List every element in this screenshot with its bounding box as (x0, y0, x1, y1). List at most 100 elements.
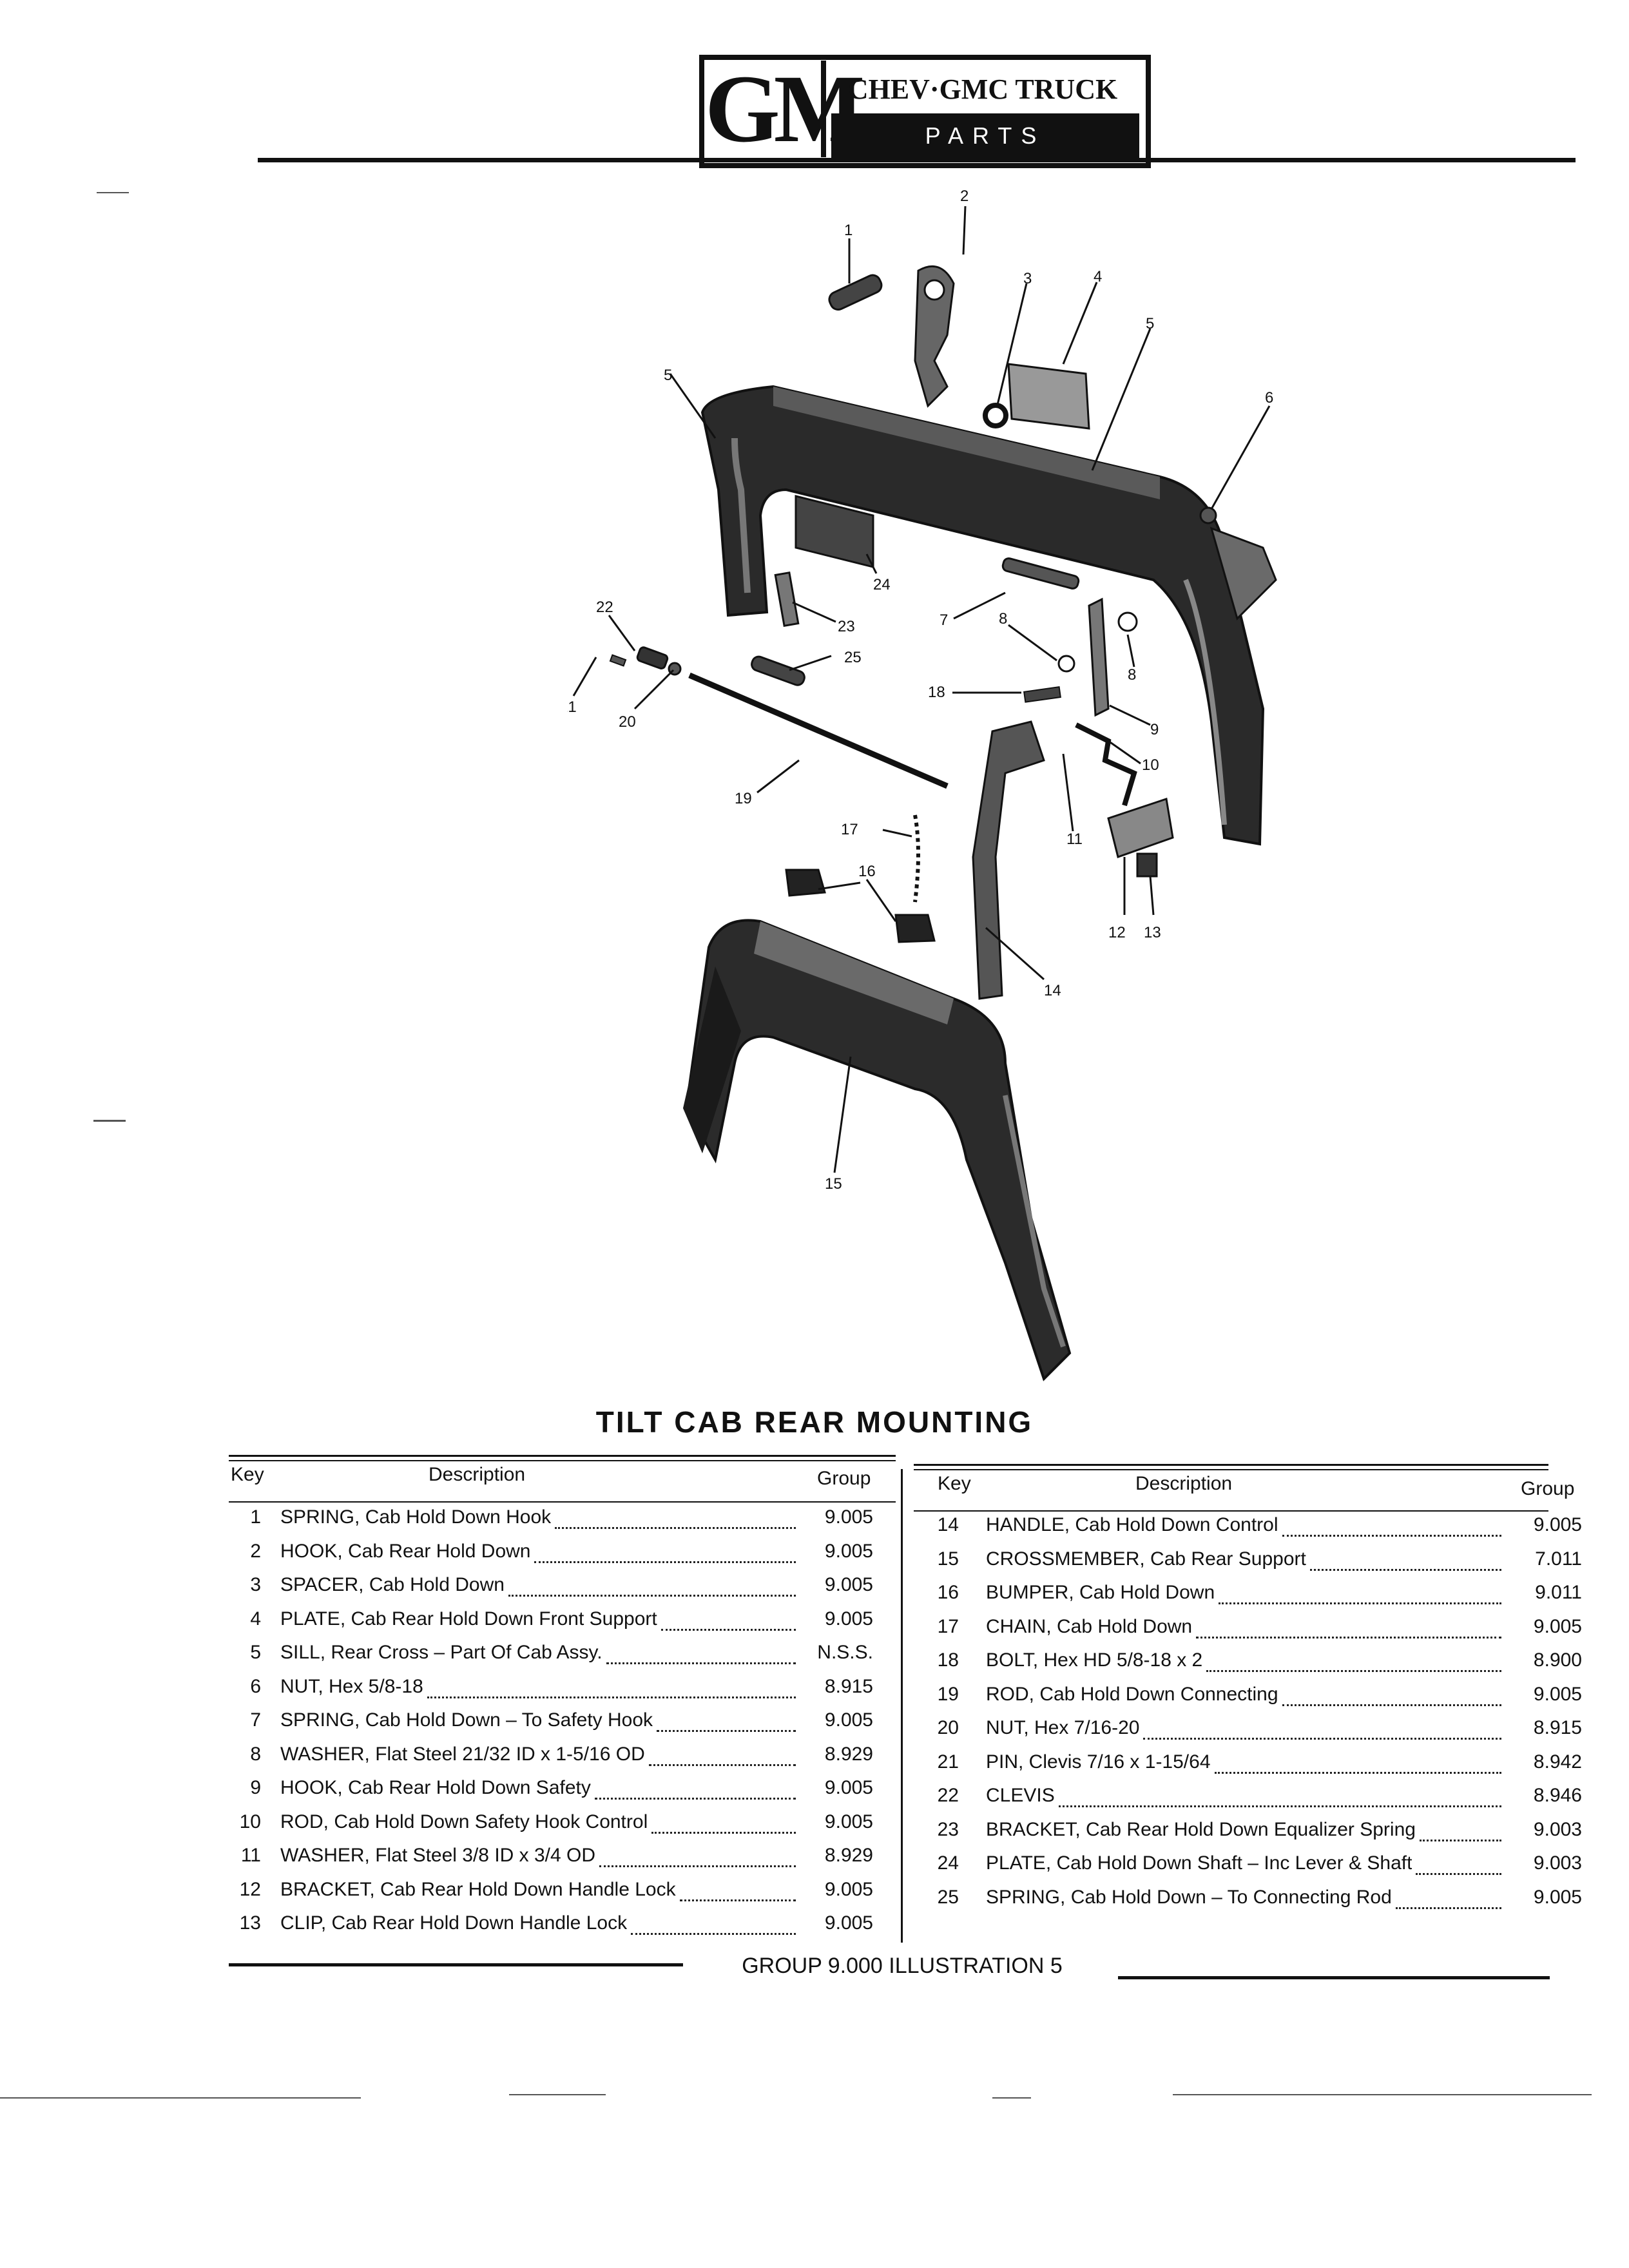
safety-hook-part (1088, 597, 1110, 717)
bolt-part (1023, 686, 1061, 703)
part-key: 25 (937, 1886, 959, 1908)
dot-leader (606, 1662, 796, 1664)
clevis-part (636, 646, 669, 670)
key-header: Key (938, 1473, 971, 1494)
dot-leader (1059, 1805, 1501, 1807)
part-group: N.S.S. (817, 1642, 873, 1663)
part-group: 9.005 (1533, 1514, 1582, 1535)
callout-21: 21 (567, 698, 577, 716)
part-group: 9.005 (824, 1574, 873, 1595)
table-top-rule (229, 1455, 896, 1457)
bumper-part (894, 914, 936, 943)
part-key: 24 (937, 1852, 959, 1874)
part-group: 9.005 (1533, 1886, 1582, 1908)
dot-leader (1282, 1535, 1501, 1537)
part-group: 9.005 (824, 1506, 873, 1528)
scan-mark (97, 192, 129, 193)
part-description: BRACKET, Cab Rear Hold Down Equalizer Sp… (986, 1818, 1416, 1840)
table-top-rule (229, 1460, 896, 1461)
part-group: 8.942 (1533, 1751, 1582, 1773)
scan-mark (992, 2097, 1031, 2099)
callout-8: 8 (1128, 666, 1136, 684)
part-description: SPACER, Cab Hold Down (280, 1574, 505, 1595)
part-description: PIN, Clevis 7/16 x 1-15/64 (986, 1751, 1211, 1773)
group-header: Group (817, 1468, 871, 1489)
dot-leader (508, 1595, 796, 1597)
part-key: 21 (937, 1751, 959, 1773)
part-description: NUT, Hex 7/16-20 (986, 1717, 1140, 1738)
parts-row: 5 SILL, Rear Cross – Part Of Cab Assy. N.S… (229, 1642, 873, 1675)
callout-11: 11 (1066, 831, 1083, 848)
part-description: HANDLE, Cab Hold Down Control (986, 1514, 1278, 1535)
dot-leader (1416, 1873, 1501, 1875)
chain-part (913, 814, 920, 903)
callout-10: 10 (1142, 756, 1159, 774)
callout-4: 4 (1094, 268, 1102, 285)
brand-line: CHEV·GMC TRUCK (847, 73, 1118, 105)
part-description: SPRING, Cab Hold Down Hook (280, 1506, 552, 1528)
group-header: Group (1521, 1478, 1575, 1499)
safety-hook-control-rod-part (1075, 722, 1137, 807)
callout-24: 24 (873, 576, 891, 593)
part-key: 8 (250, 1743, 261, 1765)
callout-1: 1 (844, 222, 853, 239)
part-description: SILL, Rear Cross – Part Of Cab Assy. (280, 1642, 602, 1663)
callout-5: 5 (1146, 315, 1154, 332)
dot-leader (661, 1628, 796, 1631)
parts-row: 14 HANDLE, Cab Hold Down Control 9.005 (914, 1514, 1582, 1548)
table-top-rule (914, 1469, 1548, 1470)
callout-17: 17 (841, 821, 858, 838)
part-description: BOLT, Hex HD 5/8-18 x 2 (986, 1649, 1203, 1671)
header-underline (914, 1510, 1548, 1512)
callout-2: 2 (960, 187, 969, 205)
footer-rule (1118, 1976, 1550, 1979)
key-header: Key (231, 1464, 264, 1485)
part-description: WASHER, Flat Steel 3/8 ID x 3/4 OD (280, 1845, 596, 1866)
header-underline (229, 1501, 896, 1503)
part-key: 5 (250, 1642, 261, 1663)
part-description: BUMPER, Cab Hold Down (986, 1582, 1215, 1603)
table-top-rule (914, 1464, 1548, 1466)
part-group: 9.003 (1533, 1818, 1582, 1840)
dot-leader (657, 1730, 796, 1732)
callout-13: 13 (1144, 924, 1161, 941)
dot-leader (1282, 1704, 1501, 1706)
part-description: BRACKET, Cab Rear Hold Down Handle Lock (280, 1878, 676, 1900)
callout-15: 15 (825, 1175, 842, 1193)
part-group: 8.915 (824, 1675, 873, 1697)
part-key: 14 (937, 1514, 959, 1535)
handle-lock-clip-part (1136, 852, 1158, 878)
part-group: 9.005 (1533, 1615, 1582, 1637)
part-description: HOOK, Cab Rear Hold Down Safety (280, 1777, 591, 1798)
part-key: 3 (250, 1574, 261, 1595)
part-group: 8.946 (1533, 1785, 1582, 1806)
part-group: 9.005 (824, 1777, 873, 1798)
part-group: 9.005 (824, 1811, 873, 1832)
dot-leader (1219, 1602, 1501, 1604)
callout-8: 8 (999, 610, 1007, 628)
dot-leader (1143, 1738, 1501, 1740)
dot-leader (1206, 1670, 1501, 1672)
part-key: 19 (937, 1683, 959, 1705)
part-description: PLATE, Cab Rear Hold Down Front Support (280, 1608, 657, 1629)
callout-16: 16 (858, 863, 876, 880)
description-header: Description (1135, 1473, 1233, 1494)
gm-logo: GM (705, 55, 865, 162)
part-key: 11 (240, 1845, 261, 1866)
part-description: NUT, Hex 5/8-18 (280, 1675, 423, 1697)
dot-leader (534, 1561, 796, 1563)
